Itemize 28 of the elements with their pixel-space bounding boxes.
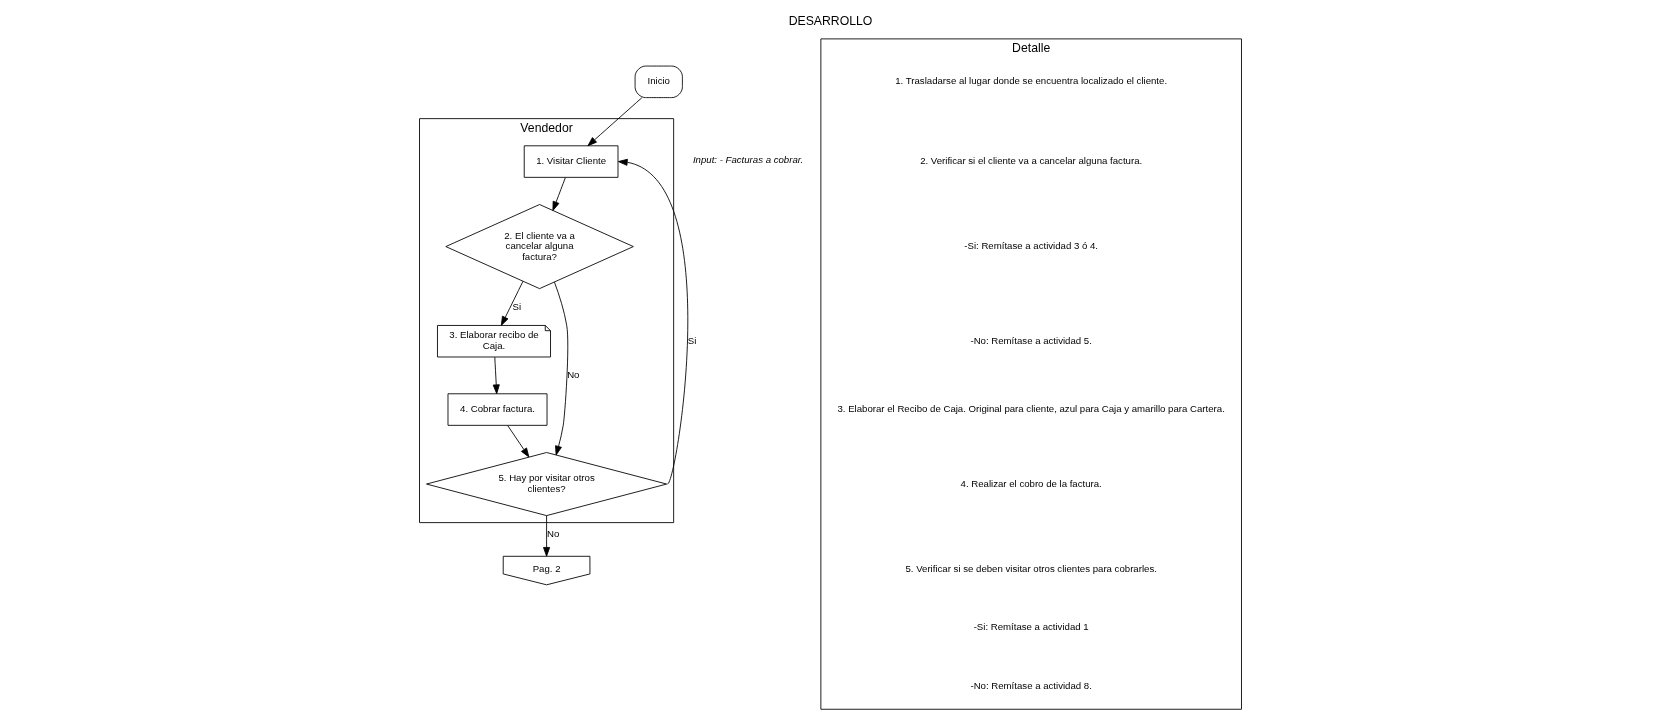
arrow (492, 356, 500, 395)
arrow (551, 177, 566, 211)
diagram-title: DESARROLLO (788, 14, 872, 29)
label: -No: Remítase a actividad 8. (969, 679, 1092, 691)
edge-label: No (546, 528, 559, 540)
label: Input: - Facturas a cobrar. (692, 154, 803, 166)
edge-label: Si (687, 334, 696, 346)
node-box: 4. Cobrar factura. (447, 393, 547, 426)
edge-label: No (566, 368, 579, 380)
node-diamond: 5. Hay por visitar otros clientes? (425, 452, 667, 517)
node-box: 1. Visitar Cliente (523, 145, 618, 178)
arrow (506, 425, 529, 458)
node-box: Inicio (634, 65, 683, 99)
arrow (617, 158, 688, 485)
arrow (587, 97, 642, 147)
arrow (500, 280, 523, 326)
edge-label: Si (512, 300, 521, 312)
label: -No: Remítase a actividad 5. (969, 334, 1092, 346)
arrow (553, 281, 568, 456)
label: 3. Elaborar el Recibo de Caja. Original para cliente, azul para Caja y amarillo para Cartera. (837, 403, 1225, 415)
label: 4. Realizar el cobro de la factura. (960, 477, 1102, 489)
label: 1. Trasladarse al lugar donde se encuentra localizado el cliente. (894, 75, 1167, 87)
arrow (542, 515, 550, 557)
label: 5. Verificar si se deben visitar otros clientes para cobrarles. (904, 562, 1157, 574)
label: 2. Verificar si el cliente va a cancelar alguna factura. (919, 155, 1142, 167)
label: -Si: Remítase a actividad 3 ó 4. (963, 240, 1098, 252)
node-diamond: 2. El cliente va a cancelar alguna factura? (444, 204, 634, 290)
label: -Si: Remítase a actividad 1 (973, 621, 1089, 633)
